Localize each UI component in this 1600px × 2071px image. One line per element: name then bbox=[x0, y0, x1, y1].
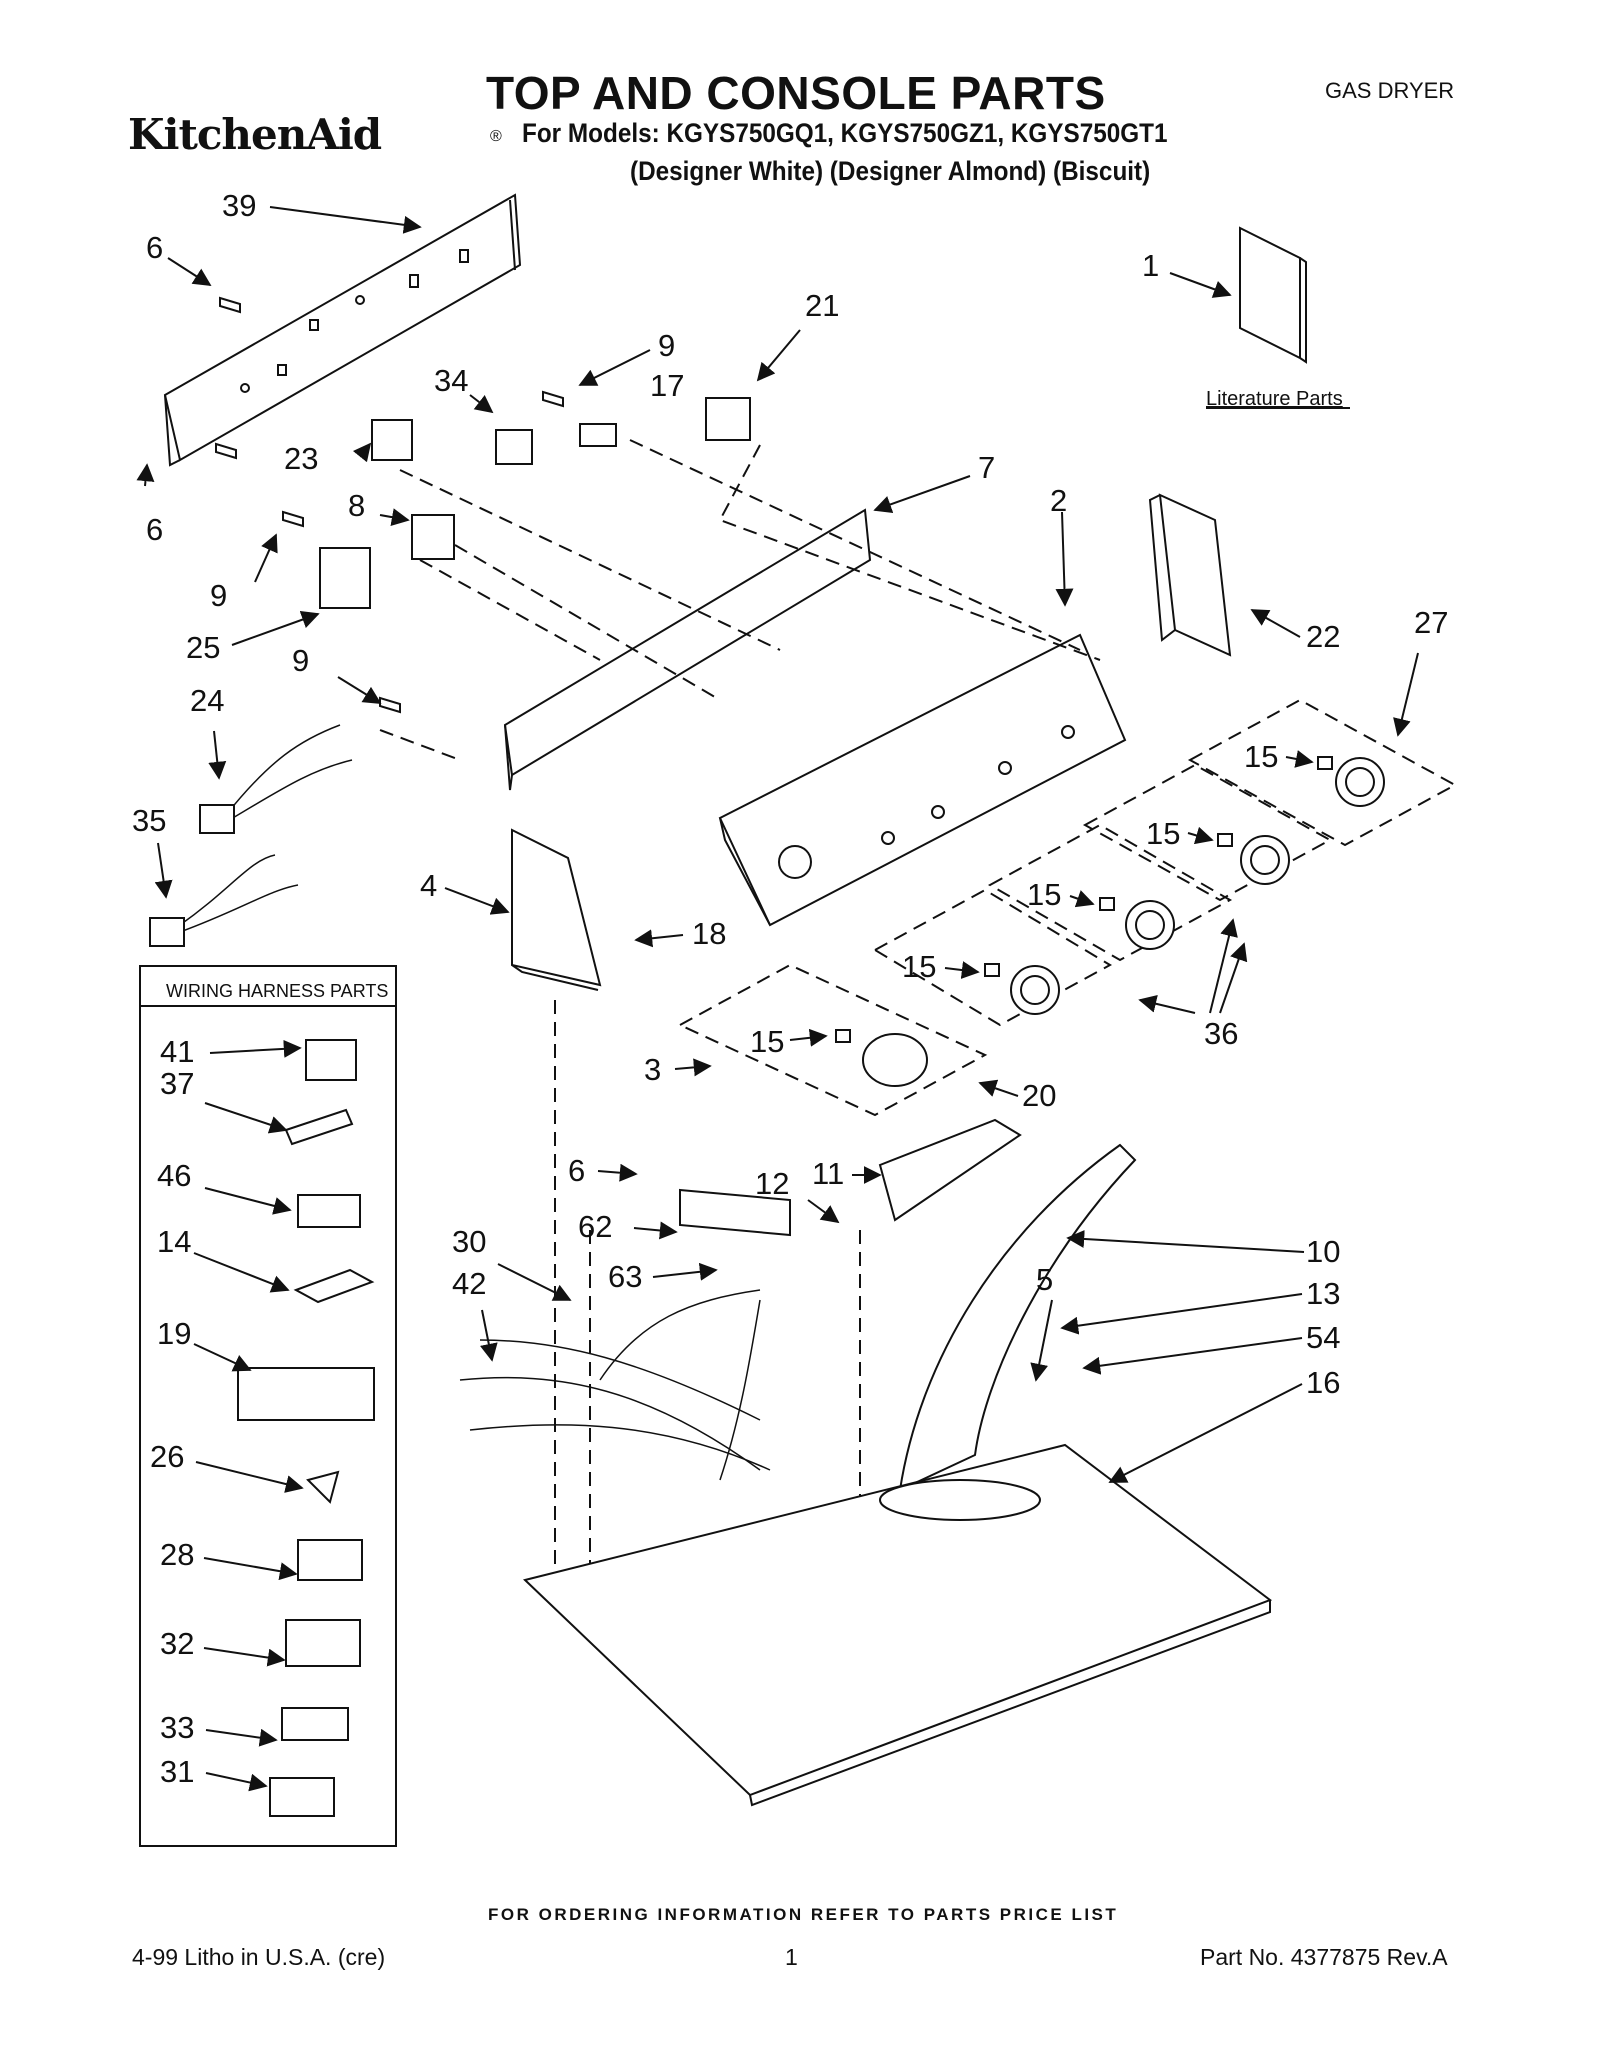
page-title: TOP AND CONSOLE PARTS bbox=[486, 67, 1106, 119]
callout-6: 6 bbox=[568, 1153, 586, 1188]
callout-46: 46 bbox=[157, 1158, 192, 1193]
callout-33: 33 bbox=[160, 1710, 195, 1745]
callout-9: 9 bbox=[210, 578, 228, 613]
callout-32: 32 bbox=[160, 1626, 195, 1661]
litho-info: 4-99 Litho in U.S.A. (cre) bbox=[132, 1944, 386, 1970]
callout-22: 22 bbox=[1306, 619, 1341, 654]
callout-26: 26 bbox=[150, 1439, 185, 1474]
callout-3: 3 bbox=[644, 1052, 662, 1087]
knob-boxes bbox=[677, 698, 1458, 1117]
callout-39: 39 bbox=[222, 188, 257, 223]
page-number: 1 bbox=[785, 1944, 798, 1970]
callout-15: 15 bbox=[750, 1024, 785, 1059]
wiring-harness-box bbox=[139, 965, 397, 1847]
literature-booklet bbox=[1239, 226, 1307, 364]
callout-8: 8 bbox=[348, 488, 366, 523]
callout-15: 15 bbox=[1146, 816, 1181, 851]
callout-24: 24 bbox=[190, 683, 225, 718]
callout-63: 63 bbox=[608, 1259, 643, 1294]
callout-30: 30 bbox=[452, 1224, 487, 1259]
callout-25: 25 bbox=[186, 630, 221, 665]
rear-bracket-part bbox=[163, 193, 522, 467]
callout-15: 15 bbox=[1244, 739, 1279, 774]
callout-2: 2 bbox=[1050, 483, 1068, 518]
ordering-note: FOR ORDERING INFORMATION REFER TO PARTS … bbox=[488, 1905, 1119, 1924]
top-assembly-parts bbox=[522, 1118, 1273, 1807]
callout-6: 6 bbox=[146, 230, 164, 265]
main-wiring-harness bbox=[459, 1289, 771, 1481]
callout-10: 10 bbox=[1306, 1234, 1341, 1269]
callout-19: 19 bbox=[157, 1316, 192, 1351]
callout-28: 28 bbox=[160, 1537, 195, 1572]
callout-6: 6 bbox=[146, 512, 164, 547]
callout-5: 5 bbox=[1036, 1262, 1054, 1297]
registered-mark: ® bbox=[490, 128, 502, 145]
callout-4: 4 bbox=[420, 868, 438, 903]
callout-15: 15 bbox=[902, 949, 937, 984]
callout-23: 23 bbox=[284, 441, 319, 476]
callout-41: 41 bbox=[160, 1034, 195, 1069]
callout-17: 17 bbox=[650, 368, 685, 403]
callout-62: 62 bbox=[578, 1209, 613, 1244]
control-panel bbox=[718, 633, 1127, 927]
callout-27: 27 bbox=[1414, 605, 1449, 640]
callout-36: 36 bbox=[1204, 1016, 1239, 1051]
colors-line: (Designer White) (Designer Almond) (Bisc… bbox=[630, 156, 1151, 186]
literature-parts-label: Literature Parts bbox=[1206, 388, 1343, 410]
callout-34: 34 bbox=[434, 363, 469, 398]
callout-42: 42 bbox=[452, 1266, 487, 1301]
models-line: For Models: KGYS750GQ1, KGYS750GZ1, KGYS… bbox=[522, 118, 1168, 148]
part-number: Part No. 4377875 Rev.A bbox=[1200, 1944, 1448, 1970]
callout-18: 18 bbox=[692, 916, 727, 951]
callout-1: 1 bbox=[1142, 248, 1160, 283]
callout-16: 16 bbox=[1306, 1365, 1341, 1400]
callout-13: 13 bbox=[1306, 1276, 1341, 1311]
wire-harnesses bbox=[149, 724, 353, 947]
wiring-harness-parts-title: WIRING HARNESS PARTS bbox=[166, 981, 389, 1001]
callout-9: 9 bbox=[658, 328, 676, 363]
callout-9: 9 bbox=[292, 643, 310, 678]
callout-35: 35 bbox=[132, 803, 167, 838]
callout-31: 31 bbox=[160, 1754, 195, 1789]
callout-54: 54 bbox=[1306, 1320, 1341, 1355]
console-support-bar bbox=[503, 508, 872, 791]
leader-arrows bbox=[136, 206, 1419, 1792]
end-cap-part bbox=[511, 828, 602, 991]
callout-12: 12 bbox=[755, 1166, 790, 1201]
appliance-type: GAS DRYER bbox=[1325, 78, 1455, 103]
callout-14: 14 bbox=[157, 1224, 192, 1259]
callout-21: 21 bbox=[805, 288, 840, 323]
brand-logo: KitchenAid bbox=[128, 110, 382, 159]
harness-connectors bbox=[237, 1039, 375, 1817]
callout-20: 20 bbox=[1022, 1078, 1057, 1113]
callout-15: 15 bbox=[1027, 877, 1062, 912]
callout-11: 11 bbox=[812, 1156, 845, 1191]
side-bracket-part bbox=[1148, 493, 1232, 657]
knobs bbox=[835, 756, 1385, 1087]
callout-37: 37 bbox=[160, 1066, 195, 1101]
callout-7: 7 bbox=[978, 450, 996, 485]
switch-parts bbox=[215, 296, 751, 714]
